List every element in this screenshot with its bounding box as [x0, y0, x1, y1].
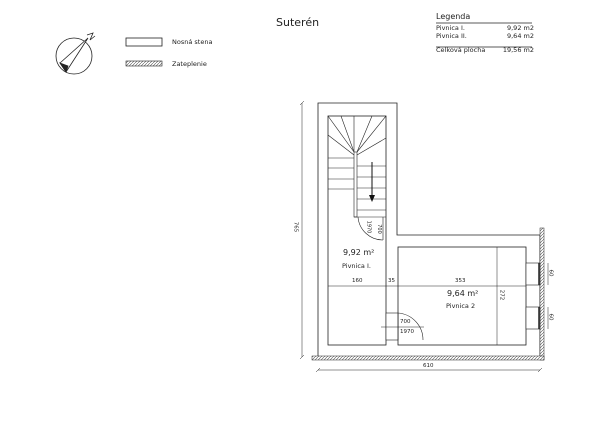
legend-load-wall-label: Nosná stena	[172, 38, 213, 46]
insulation-swatch	[125, 60, 163, 67]
stair-door[interactable]	[357, 216, 384, 241]
dim-width-total: 610	[423, 363, 434, 369]
legend-total-value: 19,56 m2	[502, 46, 534, 54]
insulation-right	[539, 227, 545, 361]
load-wall-swatch	[125, 37, 163, 47]
dim-room2-width: 353	[455, 278, 466, 284]
north-arrow-icon	[55, 32, 96, 75]
dim-window2: 60	[547, 313, 554, 321]
dim-room1-width: 160	[352, 278, 363, 284]
door-opening	[385, 312, 399, 341]
dim-window1: 60	[547, 269, 554, 277]
area-legend: Legenda Pivnica I. 9,92 m2 Pivnica II. 9,6…	[436, 12, 534, 54]
legend-insulation-label: Zateplenie	[172, 60, 207, 68]
dim-stair-door-height: 1970	[365, 220, 372, 234]
window-2[interactable]	[525, 306, 541, 330]
legend-total-row: Celková plocha 19,56 m2	[436, 46, 534, 54]
room1-area: 9,92 m²	[343, 248, 375, 257]
dim-height-total: 765	[292, 221, 299, 233]
plan-title: Suterén	[276, 16, 320, 29]
legend-title: Legenda	[436, 12, 471, 21]
stair-direction-arrow-icon	[369, 162, 375, 202]
room1-name: Pivnica I.	[342, 262, 371, 270]
legend-row: Pivnica I. 9,92 m2	[436, 24, 534, 32]
legend-row-label: Pivnica II.	[436, 32, 467, 40]
room2-area: 9,64 m²	[447, 289, 479, 298]
dim-stair-door-width: 700	[375, 224, 382, 234]
legend-row: Pivnica II. 9,64 m2	[436, 32, 534, 40]
legend-total-label: Celková plocha	[436, 46, 486, 54]
legend-row-label: Pivnica I.	[436, 24, 465, 32]
legend-row-value: 9,92 m2	[506, 24, 534, 32]
room2-name: Pivnica 2	[446, 302, 476, 310]
dim-door2-height: 1970	[400, 329, 414, 335]
room-pivnica-2[interactable]	[397, 246, 527, 346]
dimension-lines	[299, 100, 549, 373]
insulation-bottom	[311, 355, 545, 361]
dim-wall-gap: 35	[388, 278, 395, 284]
legend-row-value: 9,64 m2	[506, 32, 534, 40]
room-door[interactable]	[381, 312, 424, 341]
dim-room2-depth: 272	[498, 289, 505, 301]
dim-door2-width: 700	[400, 319, 411, 325]
window-1[interactable]	[525, 262, 541, 286]
